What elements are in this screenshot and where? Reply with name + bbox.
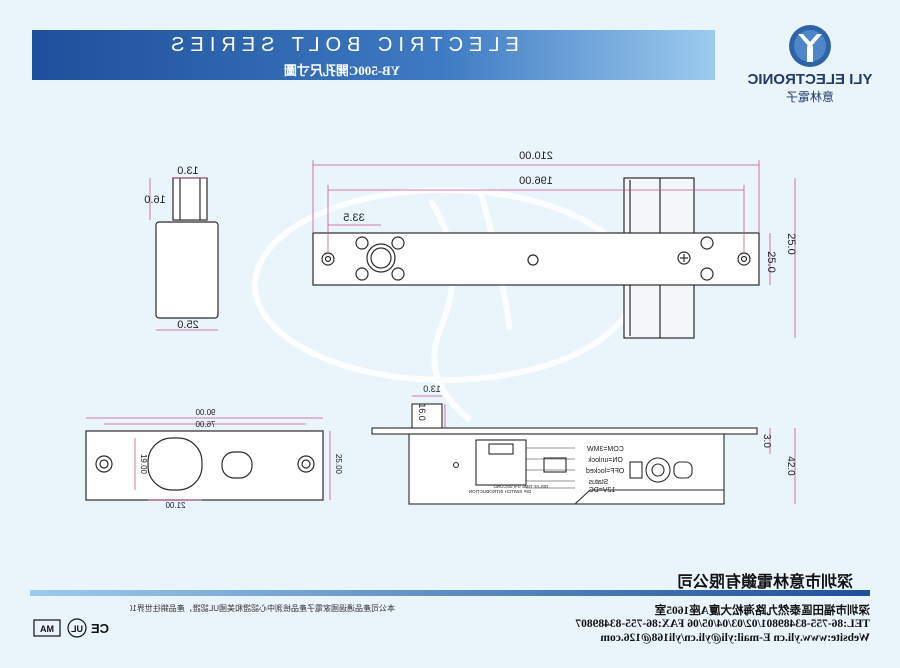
svg-text:UL: UL — [71, 624, 83, 634]
body-plate — [371, 427, 758, 435]
certification-marks: CE UL MA — [30, 616, 125, 640]
dim-front-total: 90.00 — [195, 408, 216, 417]
company-address: 深圳市福田區泰然九路海松大廈A座1605室 — [654, 605, 870, 617]
body-dimensions — [412, 395, 796, 504]
dim-side-height: 16.0 — [144, 194, 165, 206]
dim-plate-height-b: 25.0 — [785, 233, 797, 254]
dim-body-pin-height: 16.0 — [417, 403, 427, 421]
pcb-note-2: DELAY TIME 0-9 SECOND — [493, 484, 548, 489]
brand-logo: YLI ELECTRONIC 意林電子 — [745, 22, 875, 112]
yli-logo-icon — [789, 25, 831, 67]
dim-body-pin-width: 13.0 — [423, 384, 441, 394]
dim-body-plate: 3.0 — [761, 434, 772, 448]
svg-text:CE: CE — [91, 621, 109, 636]
dim-plate-total: 210.00 — [519, 150, 553, 162]
company-web-mail: Website:www.yli.cn E-mail:yli@yli.cn/yli… — [600, 632, 870, 644]
body-view — [371, 403, 758, 505]
dim-side-width: 25.0 — [177, 319, 198, 331]
pcb-label-input: 12V=DC — [589, 487, 616, 494]
svg-text:MA: MA — [40, 624, 54, 634]
body-pin — [411, 403, 443, 429]
top-view — [312, 177, 760, 339]
front-bolt-hole — [147, 437, 203, 491]
front-dimensions — [86, 417, 331, 501]
side-pin — [172, 177, 208, 221]
top-dimensions — [312, 160, 796, 338]
dim-body-depth: 42.0 — [785, 456, 796, 476]
watermark-logo — [252, 187, 638, 423]
ce-mark-icon: CE — [91, 621, 109, 636]
dim-front-hole: 19.00 — [139, 454, 148, 475]
side-dimensions — [149, 177, 218, 331]
dim-plate-height: 25.0 — [765, 251, 777, 272]
pcb-note-1: DIP SWITCH INTRODUCTION — [469, 489, 531, 494]
dim-plate-inner: 196.00 — [519, 175, 553, 187]
certification-note: 本公司產品通過國家電子產品檢測中心認證和美國UL認證，產品銷往世界100多個國家 — [130, 604, 395, 613]
footer-divider — [30, 590, 870, 596]
dim-front-height: 25.00 — [334, 454, 343, 475]
cma-mark-icon: MA — [33, 619, 61, 637]
dim-side-top-width: 13.0 — [177, 165, 198, 177]
dim-front-inner: 76.00 — [195, 420, 216, 429]
pcb-leader-lines — [526, 447, 575, 489]
title-banner: ELECTRIC BOLT SERIES YB-500C開孔尺寸圖 — [32, 30, 715, 80]
pcb-label-off: OFF=locked — [586, 468, 624, 475]
front-view — [85, 430, 324, 501]
company-name: 深圳市意林電鎖有限公司 — [677, 574, 854, 591]
front-plate — [85, 430, 324, 501]
pcb-label-com: COM=3MW — [587, 446, 624, 453]
side-body — [155, 221, 219, 319]
dim-front-small: 21.00 — [165, 501, 186, 510]
pcb-label-status: Status — [588, 479, 608, 486]
dim-hole-offset: 33.5 — [343, 212, 364, 224]
company-tel-fax: TEL:86-755-83489801/02/03/04/05/06 FAX:8… — [575, 618, 870, 630]
pcb-label-on: ON=unlock — [588, 457, 623, 464]
ul-mark-icon: UL — [67, 618, 87, 638]
side-view — [155, 177, 219, 319]
